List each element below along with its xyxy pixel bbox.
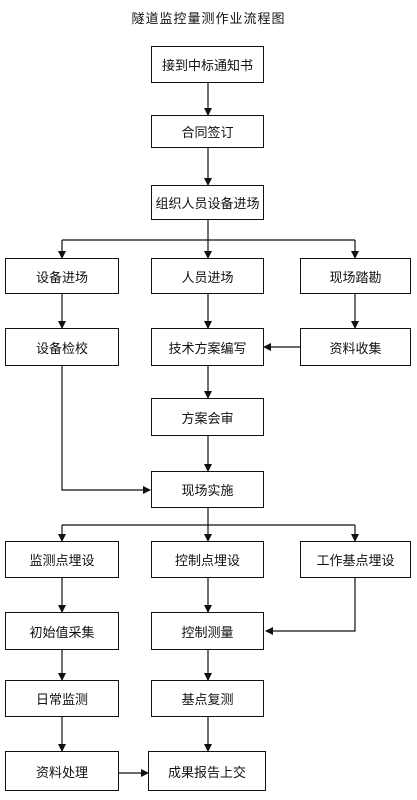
node-report: 成果报告上交 [148,751,266,791]
node-notice: 接到中标通知书 [151,46,264,83]
node-control-measure: 控制测量 [151,612,264,650]
node-plan-write: 技术方案编写 [151,328,264,366]
node-survey: 现场踏勘 [300,258,411,294]
node-control-bury: 控制点埋设 [151,541,264,578]
node-base-recheck: 基点复测 [151,680,264,717]
node-data-collect: 资料收集 [300,328,411,366]
node-monitor-bury: 监测点埋设 [5,541,119,578]
edge-calibrate-implement [61,366,151,494]
edge-basebury-measure [265,578,356,635]
node-contract: 合同签订 [151,115,264,148]
node-plan-review: 方案会审 [151,398,264,436]
node-processing: 资料处理 [5,751,119,791]
node-implement: 现场实施 [151,471,264,508]
node-calibrate: 设备检校 [5,328,119,366]
node-mobilize: 组织人员设备进场 [151,185,264,220]
diagram-title: 隧道监控量测作业流程图 [131,12,286,27]
node-daily: 日常监测 [5,680,119,717]
node-staff-in: 人员进场 [151,258,264,294]
node-base-bury: 工作基点埋设 [300,541,411,578]
node-equip-in: 设备进场 [5,258,119,294]
node-initial: 初始值采集 [5,612,119,650]
